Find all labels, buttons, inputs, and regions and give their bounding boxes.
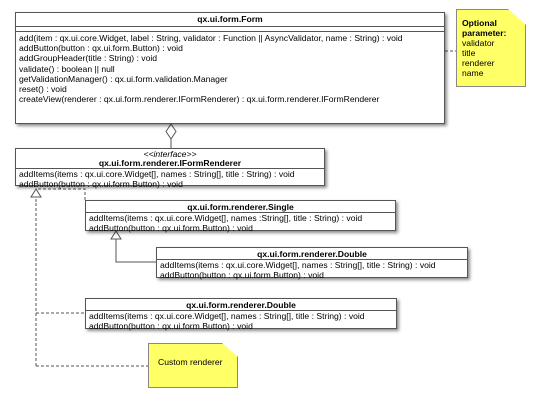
form-class-box: qx.ui.form.Form add(item : qx.ui.core.Wi…: [15, 12, 445, 124]
form-op: addButton(button : qx.ui.form.Button) : …: [19, 43, 183, 54]
form-class-title: qx.ui.form.Form: [16, 13, 444, 27]
double-subclass-operations: addItems(items : qx.ui.core.Widget[], na…: [157, 260, 467, 282]
generalization-double-single: [115, 238, 156, 263]
iformrenderer-op: addButton(button : qx.ui.form.Button) : …: [19, 179, 183, 190]
optional-note-item: name: [462, 68, 484, 78]
form-op: addGroupHeader(title : String) : void: [19, 53, 158, 64]
iformrenderer-interface-box: <<interface>> qx.ui.form.renderer.IFormR…: [15, 148, 325, 189]
realization-arrowhead: [30, 188, 42, 198]
form-operations: add(item : qx.ui.core.Widget, label : St…: [16, 32, 444, 106]
single-op: addButton(button : qx.ui.form.Button) : …: [89, 223, 253, 234]
custom-renderer-label: Custom renderer: [158, 357, 223, 367]
double-impl-operations: addItems(items : qx.ui.core.Widget[], na…: [86, 311, 396, 333]
interface-stereotype: <<interface>>: [143, 149, 197, 159]
realization-double-impl: [35, 203, 148, 367]
double-impl-op: addItems(items : qx.ui.core.Widget[], na…: [89, 311, 365, 321]
custom-renderer-note: Custom renderer: [148, 343, 238, 388]
optional-note-item: renderer: [462, 58, 495, 68]
optional-note-item: title: [462, 48, 476, 58]
form-op: reset() : void: [19, 84, 67, 95]
form-op: createView(renderer : qx.ui.form.rendere…: [19, 94, 380, 105]
double-impl-title: qx.ui.form.renderer.Double: [86, 299, 396, 311]
double-subclass-op: addButton(button : qx.ui.form.Button) : …: [160, 270, 324, 281]
iformrenderer-op: addItems(items : qx.ui.core.Widget[], na…: [19, 169, 295, 179]
iformrenderer-title: qx.ui.form.renderer.IFormRenderer: [98, 158, 242, 168]
optional-note-item: validator: [462, 38, 495, 48]
optional-note-title: Optional parameter:: [462, 18, 507, 38]
form-op: add(item : qx.ui.core.Widget, label : St…: [19, 33, 403, 43]
form-op: validate() : boolean || null: [19, 63, 115, 74]
single-class-box: qx.ui.form.renderer.Single addItems(item…: [85, 200, 396, 233]
double-impl-op: addButton(button : qx.ui.form.Button) : …: [89, 321, 253, 332]
optional-parameter-note: Optional parameter: validator title rend…: [456, 9, 526, 87]
single-class-title: qx.ui.form.renderer.Single: [86, 201, 395, 213]
iformrenderer-operations: addItems(items : qx.ui.core.Widget[], na…: [16, 169, 324, 191]
generalization-arrowhead: [110, 230, 122, 240]
form-attributes: [16, 27, 444, 32]
single-op: addItems(items : qx.ui.core.Widget[], na…: [89, 213, 363, 223]
double-subclass-title: qx.ui.form.renderer.Double: [157, 248, 467, 260]
aggregation-form-iformrenderer: [165, 123, 177, 148]
iformrenderer-header: <<interface>> qx.ui.form.renderer.IFormR…: [16, 149, 324, 169]
double-subclass-op: addItems(items : qx.ui.core.Widget[], na…: [160, 260, 436, 270]
single-operations: addItems(items : qx.ui.core.Widget[], na…: [86, 213, 395, 235]
form-op: getValidationManager() : qx.ui.form.vali…: [19, 73, 228, 84]
double-impl-box: qx.ui.form.renderer.Double addItems(item…: [85, 298, 397, 331]
double-subclass-box: qx.ui.form.renderer.Double addItems(item…: [156, 247, 468, 280]
